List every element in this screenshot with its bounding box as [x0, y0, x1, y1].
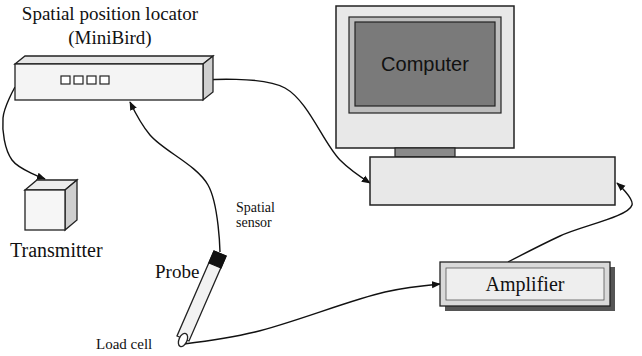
cable-connector	[3, 87, 45, 179]
sensor-label: Spatial sensor	[236, 200, 296, 231]
cable-connector	[184, 284, 440, 344]
node-label: Spatial position locator (MiniBird)	[5, 2, 215, 50]
probe: Probe	[155, 245, 235, 350]
computer-outline	[335, 5, 625, 215]
amplifier-box: Amplifier	[440, 262, 610, 306]
load-cell-label: Load cell	[96, 336, 176, 353]
node-label: Computer	[355, 22, 495, 106]
node-label: Transmitter	[10, 239, 103, 262]
cable-connector	[130, 102, 220, 252]
node-label: Probe	[155, 261, 199, 283]
computer: Computer	[335, 5, 617, 207]
locator-box: Spatial position locator (MiniBird)	[5, 2, 215, 102]
transmitter: Transmitter	[10, 175, 125, 270]
node-label: Amplifier	[440, 262, 610, 306]
transmitter-outline	[10, 175, 133, 278]
